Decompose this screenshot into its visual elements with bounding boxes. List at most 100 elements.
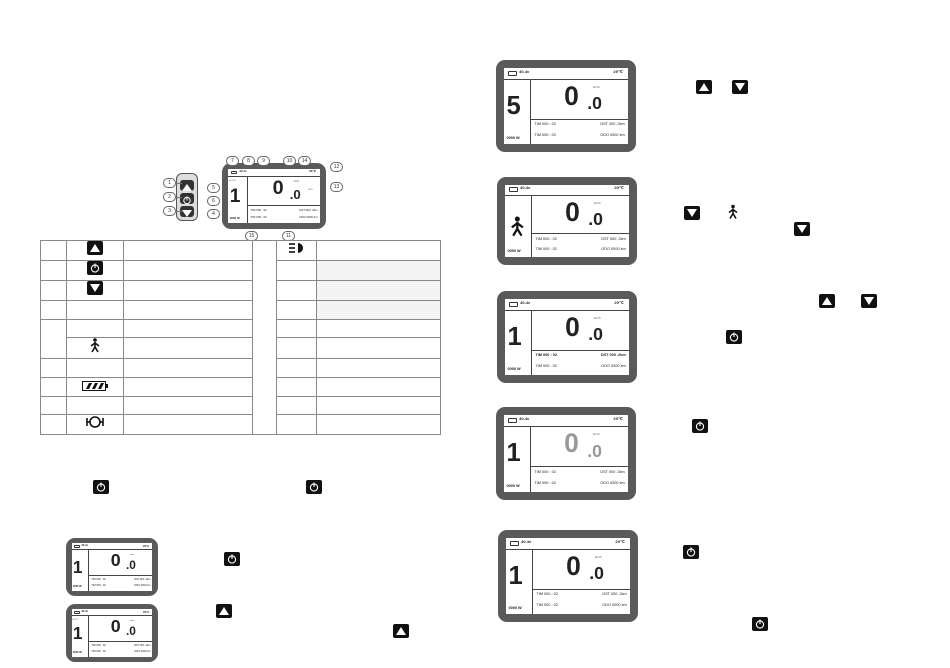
callout-line <box>176 183 182 184</box>
lcd-a: TIM 000 : 02 <box>535 353 558 358</box>
lcd-bar: 40.4v 29℃ <box>506 538 630 550</box>
lcd-bar: 40.4v 29℃ <box>71 543 153 551</box>
lcd-volt: 40.4v <box>519 415 530 421</box>
lcd-a: TIM 000 : 02 <box>534 122 556 127</box>
lcd-temp: 29℃ <box>615 538 625 544</box>
lcd-big: 0 <box>565 311 580 342</box>
lcd-b: ODO 0000 km <box>134 650 151 654</box>
lcd-bar: 40.4v 29℃ <box>71 609 153 617</box>
lcd-dot: .0 <box>588 208 603 229</box>
lcd-volt: 40.4v <box>81 609 88 613</box>
lcd-a: TIM 000 : 02 <box>91 584 106 588</box>
lcd-pw: 0000 W <box>507 366 521 371</box>
lcd-temp: 29℃ <box>613 415 623 421</box>
power-key-icon <box>752 617 768 631</box>
callout-line <box>176 197 182 198</box>
lcd-temp: 29℃ <box>614 299 624 305</box>
power-key-icon <box>692 419 708 433</box>
lcd-batt <box>508 418 517 424</box>
callout-7: 7 <box>226 156 239 166</box>
lcd-volt: 40.4v <box>521 538 532 544</box>
lcd-b: ODO 0000 km <box>601 363 626 368</box>
power-key-icon <box>224 552 240 566</box>
up-key-icon <box>819 294 835 308</box>
lcd-dot: .0 <box>587 93 602 114</box>
callout-9: 9 <box>257 156 270 166</box>
lcd-bar: 40.4v 29℃ <box>504 68 628 80</box>
lcd-dot: .0 <box>589 563 604 584</box>
down-arrow-icon <box>86 281 103 300</box>
lcd-a: TIM 000 : 02 <box>534 480 556 485</box>
lcd-b: ODO 0000 km <box>602 602 627 607</box>
lcd-a: TIM 000 : 02 <box>91 577 106 581</box>
lcd-a: TIM 000 : 02 <box>91 650 106 654</box>
down-key-icon <box>794 222 810 236</box>
lcd-big: 0 <box>564 80 579 111</box>
lcd-kmh: km/h <box>595 555 602 560</box>
lcd-a: TIM 000 : 02 <box>535 246 557 251</box>
lcd-temp: 29℃ <box>143 610 150 614</box>
lcd-a: TIM 000 : 02 <box>535 236 557 241</box>
walk-assist-icon <box>89 338 101 358</box>
lcd-lv: 1 <box>508 561 523 590</box>
lcd-pw: 0000 W <box>507 249 521 254</box>
up-key-icon <box>696 80 712 94</box>
lcd-pw: 0000 W <box>72 585 82 589</box>
callout-8: 8 <box>242 156 255 166</box>
lcd-volt: 40.4v <box>520 299 531 305</box>
callout-5: 5 <box>207 183 220 193</box>
power-key-icon <box>726 330 742 344</box>
lcd-batt <box>509 301 518 307</box>
callout-2: 2 <box>163 192 176 202</box>
lcd-a: TIM 000 : 02 <box>536 592 558 597</box>
lcd-lv: 1 <box>507 322 522 351</box>
lcd-volt: 40.4v <box>519 68 530 74</box>
lcd-b: DST 000 .2km <box>601 236 626 241</box>
lcd-pw: 0000 W <box>72 651 82 655</box>
power-icon <box>86 261 103 280</box>
lcd-temp: 29℃ <box>143 544 150 548</box>
lcd-volt: 40.4v <box>81 543 88 547</box>
lcd-big: 0 <box>110 616 121 637</box>
lcd-temp: 29℃ <box>613 68 623 74</box>
lcd-pw: 0000 W <box>506 483 520 488</box>
lcd-kmh: km/h <box>594 316 601 321</box>
down-key-icon <box>732 80 748 94</box>
lcd-lv: 1 <box>229 186 241 208</box>
up-arrow-icon <box>86 241 103 260</box>
motor-icon <box>86 415 104 434</box>
function-table <box>40 239 441 436</box>
callout-13: 13 <box>330 182 343 192</box>
lcd-big: 0 <box>564 427 579 458</box>
lcd-b: ODO 0000 km <box>134 584 151 588</box>
lcd-kmh: km/h <box>594 200 601 205</box>
lcd-b: DST 000 .2km <box>134 577 151 581</box>
lcd-pw: 0000 W <box>506 135 520 140</box>
power-key-icon <box>306 480 322 494</box>
lcd-batt <box>510 540 519 546</box>
up-key-icon <box>180 180 194 191</box>
lcd-bar: 40.4v 29℃ <box>504 415 628 427</box>
lcd-lvl-label: ASSIST <box>72 618 79 621</box>
